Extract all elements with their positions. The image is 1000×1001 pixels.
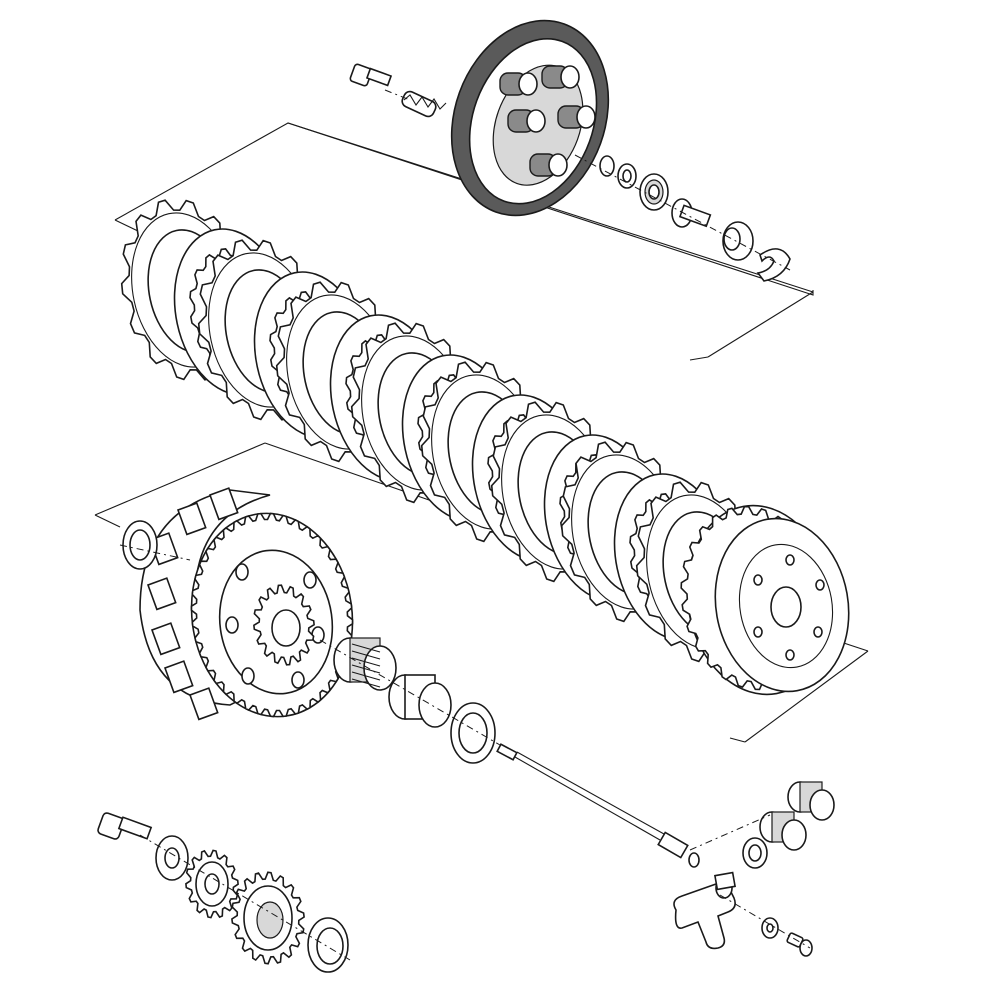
clutch-hub — [680, 504, 850, 696]
basket-finger-7 — [208, 487, 239, 521]
pressure-plate-boss-5 — [499, 72, 538, 96]
pressure-plate-bolt — [349, 63, 393, 87]
pressure-plate-boss-2 — [557, 105, 596, 129]
pressure-plate-boss-3 — [507, 109, 546, 133]
needle-bearing-small-2 — [759, 811, 807, 851]
bushing — [722, 221, 754, 261]
hub-hole-5 — [753, 626, 763, 638]
basket-finger-5 — [188, 687, 219, 721]
basket-hole-4 — [291, 671, 305, 689]
lock-washer — [756, 248, 791, 282]
sleeve — [388, 674, 452, 728]
washer-small — [617, 163, 637, 189]
basket-hole-5 — [241, 667, 255, 685]
primary-bearing — [307, 917, 349, 973]
needle-roller-3 — [351, 657, 381, 667]
primary-gear-large — [231, 871, 305, 965]
basket-finger-2 — [146, 577, 177, 611]
basket-finger-4 — [163, 660, 194, 694]
basket-finger-6 — [176, 502, 207, 536]
release-bearing — [639, 173, 669, 211]
lever-bolt — [786, 932, 813, 957]
hub-hole-3 — [813, 626, 823, 638]
pressure-plate-boss-4 — [529, 153, 568, 177]
push-rod — [496, 743, 700, 868]
hub-hole-1 — [785, 554, 795, 566]
basket-hole-6 — [225, 616, 239, 634]
needle-roller-5 — [351, 671, 381, 681]
pressure-plate — [450, 19, 610, 217]
leader-lines — [119, 89, 811, 961]
pushrod-piece — [671, 198, 712, 228]
primary-gear-small — [185, 849, 239, 919]
primary-bolt — [97, 812, 153, 840]
clutch-basket — [139, 487, 354, 721]
needle-roller-4 — [351, 664, 381, 674]
hub-hole-4 — [785, 649, 795, 661]
basket-hole-1 — [235, 563, 249, 581]
clutch-spring — [401, 90, 447, 118]
oil-seal — [742, 837, 768, 869]
basket-hole-2 — [303, 571, 317, 589]
needle-bearing-small-1 — [787, 781, 835, 821]
needle-roller-6 — [351, 678, 381, 688]
pressure-plate-boss-1 — [541, 65, 580, 89]
upper-group-frame — [114, 122, 814, 361]
hub-hole-2 — [815, 579, 825, 591]
needle-roller-1 — [351, 643, 381, 653]
release-lever — [673, 871, 737, 950]
circlip — [599, 155, 615, 177]
thrust-washer-splined — [122, 520, 158, 570]
primary-washer — [155, 835, 189, 881]
hub-hole-6 — [753, 574, 763, 586]
thrust-washer — [450, 702, 496, 764]
basket-finger-3 — [150, 622, 181, 656]
needle-bearing — [333, 637, 397, 691]
basket-hole-3 — [311, 626, 325, 644]
needle-roller-2 — [351, 650, 381, 660]
